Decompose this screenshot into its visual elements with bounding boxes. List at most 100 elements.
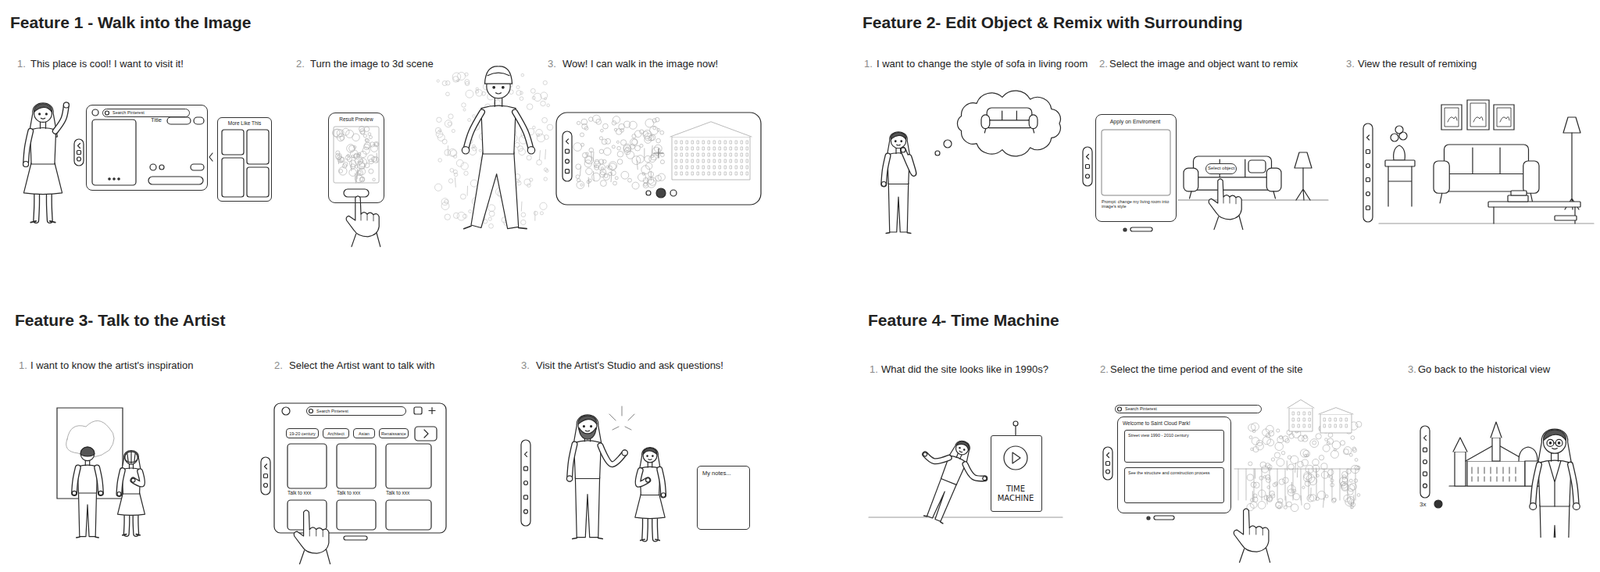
feature4-step3-sketch — [1454, 451, 1466, 486]
feature2-step3-sketch — [1500, 116, 1510, 122]
feature3-step2-sketch — [414, 426, 437, 441]
tree-scribble — [657, 173, 665, 181]
tree-scribble — [514, 142, 520, 147]
building-sketch — [1328, 424, 1332, 428]
tree-scribble — [1287, 489, 1295, 497]
feature1-step3-sketch — [656, 188, 666, 198]
filter-tag: Architect — [322, 428, 350, 439]
building-sketch — [1297, 424, 1300, 428]
person-figure — [1529, 428, 1580, 538]
person-figure — [514, 111, 532, 150]
tree-scribble — [465, 89, 474, 98]
tree-scribble — [1339, 440, 1345, 446]
building-sketch — [729, 171, 733, 175]
tree-scribble — [1256, 442, 1265, 450]
tree-scribble — [543, 177, 547, 181]
feature3-step1-sketch — [66, 420, 115, 458]
tree-scribble — [434, 183, 442, 191]
building-sketch — [1297, 411, 1300, 415]
building-sketch — [729, 153, 733, 157]
feature2-step3-sketch — [1488, 201, 1581, 208]
feature4-step2-sketch — [1292, 468, 1294, 500]
filter-tag: Renaissance — [378, 428, 409, 439]
tree-scribble — [1332, 497, 1337, 502]
feature4-step3-sketch — [1471, 467, 1473, 482]
tree-scribble — [1275, 442, 1283, 450]
step-number: 3. — [521, 359, 530, 372]
building-sketch — [675, 171, 678, 175]
feature3-step2-sketch — [414, 407, 422, 415]
side-toolbar — [1423, 471, 1428, 476]
person-figure — [637, 470, 648, 485]
person-figure — [642, 447, 658, 454]
building-sketch — [740, 146, 743, 150]
tree-scribble — [1271, 457, 1275, 461]
feature4-step2-sketch — [1355, 468, 1357, 500]
search-bar: Search Pinterest — [306, 406, 407, 416]
tree-scribble — [655, 175, 662, 182]
tree-scribble — [634, 130, 642, 138]
feature4-step1-sketch — [868, 421, 1063, 533]
notes-card: My notes... — [696, 465, 750, 530]
person-figure — [25, 131, 31, 165]
tree-scribble — [653, 126, 657, 130]
step-caption: This place is cool! I want to visit it! — [30, 57, 289, 71]
side-toolbar — [78, 143, 81, 149]
person-figure — [487, 72, 510, 76]
building-sketch — [707, 159, 711, 163]
person-figure — [74, 467, 79, 493]
tree-scribble — [1312, 440, 1317, 445]
tree-scribble — [367, 154, 375, 162]
side-toolbar — [1424, 435, 1427, 440]
feature2-step3-sketch — [1390, 133, 1399, 142]
sofa-sketch — [1433, 160, 1450, 193]
person-figure — [1543, 429, 1567, 440]
feature4-step3-sketch — [1503, 467, 1504, 482]
tree-scribble — [1349, 478, 1353, 483]
person-figure — [1549, 442, 1551, 444]
tree-scribble — [354, 173, 357, 183]
tree-scribble — [472, 114, 475, 118]
tree-scribble — [592, 171, 595, 181]
feature2-step3-sketch — [1385, 160, 1415, 167]
feature4-step2-sketch — [1324, 468, 1325, 500]
tree-scribble — [614, 176, 618, 180]
feature2-step3-sketch — [1470, 103, 1486, 127]
tree-scribble — [441, 198, 449, 206]
person-figure — [660, 492, 665, 497]
tree-scribble — [656, 138, 661, 143]
tree-scribble — [1294, 462, 1297, 472]
building-sketch — [675, 165, 678, 169]
tree-scribble — [1301, 459, 1308, 466]
feature4-step2-sketch — [1308, 468, 1310, 500]
tree-scribble — [454, 177, 457, 187]
feature2-step2-sketch — [1178, 199, 1329, 200]
person-figure — [25, 131, 31, 165]
tree-scribble — [636, 160, 639, 170]
feature2-step3-sketch — [1393, 145, 1406, 161]
building-sketch — [1328, 417, 1332, 422]
tree-scribble — [1303, 471, 1312, 480]
tree-scribble — [1310, 487, 1311, 497]
tree-scribble — [546, 124, 554, 131]
step-number: 2. — [1099, 57, 1108, 71]
tree-scribble — [436, 79, 440, 83]
tree-scribble — [376, 153, 379, 163]
feature2-step1-sketch — [943, 139, 952, 148]
building-sketch — [680, 165, 683, 169]
person-figure — [55, 105, 67, 132]
tree-scribble — [1322, 444, 1330, 452]
tree-scribble — [447, 121, 452, 126]
tree-scribble — [540, 100, 546, 106]
tree-scribble — [1330, 450, 1339, 458]
tree-scribble — [611, 145, 615, 149]
tree-scribble — [1268, 430, 1275, 436]
tree-scribble — [339, 157, 345, 162]
feature1-step1-sketch — [117, 178, 120, 180]
tree-scribble — [1259, 475, 1264, 480]
tree-scribble — [1249, 435, 1253, 440]
tree-scribble — [660, 160, 665, 165]
building-sketch — [735, 153, 738, 157]
feature3-step2-sketch — [274, 403, 447, 533]
tree-scribble — [1357, 493, 1361, 497]
